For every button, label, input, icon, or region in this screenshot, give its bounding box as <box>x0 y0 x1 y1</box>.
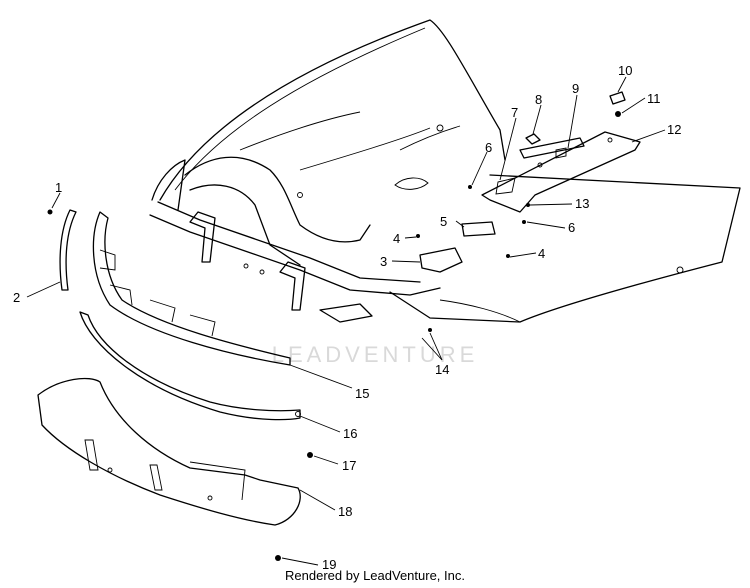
mount-plate <box>461 221 496 237</box>
front-bumper-frame <box>149 159 441 323</box>
console <box>184 156 429 266</box>
callout-6b: 6 <box>568 220 575 235</box>
hardware-dots <box>416 185 530 332</box>
hood <box>159 19 506 201</box>
callout-9: 9 <box>572 81 579 96</box>
callout-1: 1 <box>55 180 62 195</box>
part-19-screw <box>275 555 281 561</box>
callout-8: 8 <box>535 92 542 107</box>
callout-14: 14 <box>435 362 449 377</box>
callout-12: 12 <box>667 122 681 137</box>
mount-bracket <box>419 247 463 273</box>
callout-18: 18 <box>338 504 352 519</box>
clip <box>525 133 541 145</box>
leader-lines <box>26 76 666 566</box>
callout-15: 15 <box>355 386 369 401</box>
footer-credit: Rendered by LeadVenture, Inc. <box>285 568 465 583</box>
watermark: LEADVENTURE <box>272 342 479 367</box>
grille <box>92 211 291 366</box>
nose-trim <box>79 311 301 421</box>
callout-3: 3 <box>380 254 387 269</box>
callout-11: 11 <box>647 91 661 106</box>
part-17-screw <box>307 452 313 458</box>
part-1-screw <box>47 209 53 215</box>
callout-7: 7 <box>511 105 518 120</box>
callout-6a: 6 <box>485 140 492 155</box>
wing-fastener <box>609 91 626 117</box>
callout-16: 16 <box>343 426 357 441</box>
trim-strip <box>519 137 585 159</box>
callout-5: 5 <box>440 214 447 229</box>
callout-10: 10 <box>618 63 632 78</box>
side-rail <box>481 131 641 213</box>
callout-17: 17 <box>342 458 356 473</box>
nose-pan <box>37 377 301 526</box>
belly-pan <box>389 174 741 323</box>
callout-4a: 4 <box>393 231 400 246</box>
callout-2: 2 <box>13 290 20 305</box>
callouts: 1 2 3 4 4 5 6 6 7 8 9 10 11 12 13 14 15 … <box>13 63 681 572</box>
callout-4b: 4 <box>538 246 545 261</box>
callout-13: 13 <box>575 196 589 211</box>
callout-19: 19 <box>322 557 336 572</box>
trim-band <box>59 209 77 291</box>
